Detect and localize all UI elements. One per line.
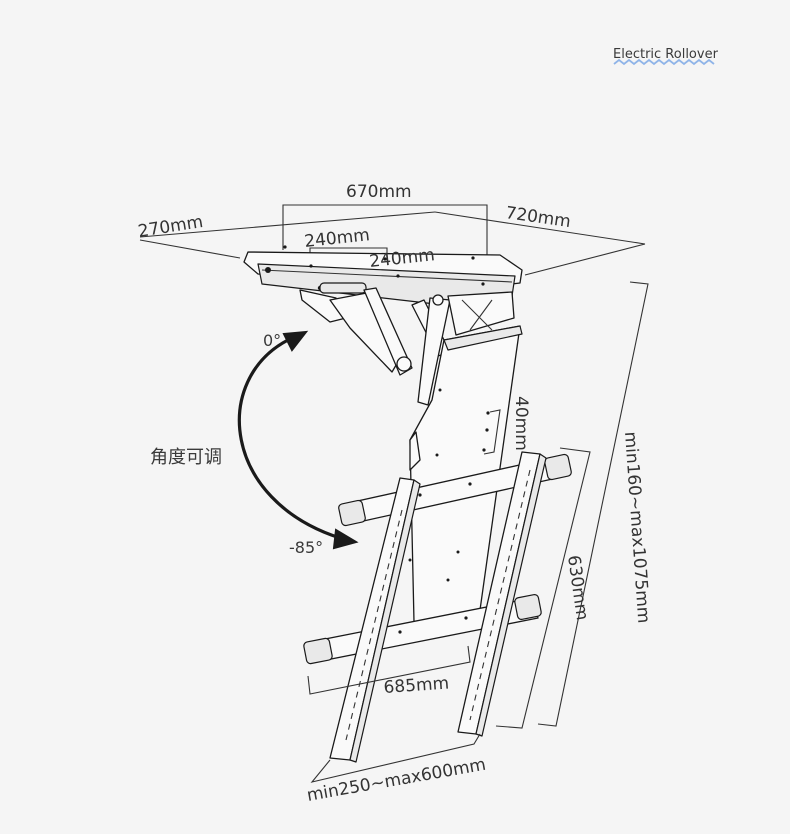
dim-arm-span: 685mm: [383, 673, 450, 698]
dim-top-width: 670mm: [346, 182, 412, 202]
motor-linkage: [299, 287, 515, 406]
dim-depth-left: 270mm: [137, 212, 205, 242]
label-angle-caption: 角度可调: [150, 447, 222, 468]
header-wave: [613, 58, 715, 66]
vesa-rail-left: [329, 477, 421, 763]
dimension-lines-lower: [307, 281, 649, 783]
rotation-arrow: [237, 330, 359, 550]
vesa-rail-right: [457, 451, 547, 737]
dim-height-range: min160~max1075mm: [620, 431, 653, 624]
label-angle-bottom: -85°: [289, 538, 323, 557]
dim-rail-length: 630mm: [563, 554, 592, 622]
dim-arm-step: 40mm: [511, 396, 531, 451]
header-title: Electric Rollover: [613, 47, 719, 62]
label-angle-top: 0°: [263, 331, 281, 350]
